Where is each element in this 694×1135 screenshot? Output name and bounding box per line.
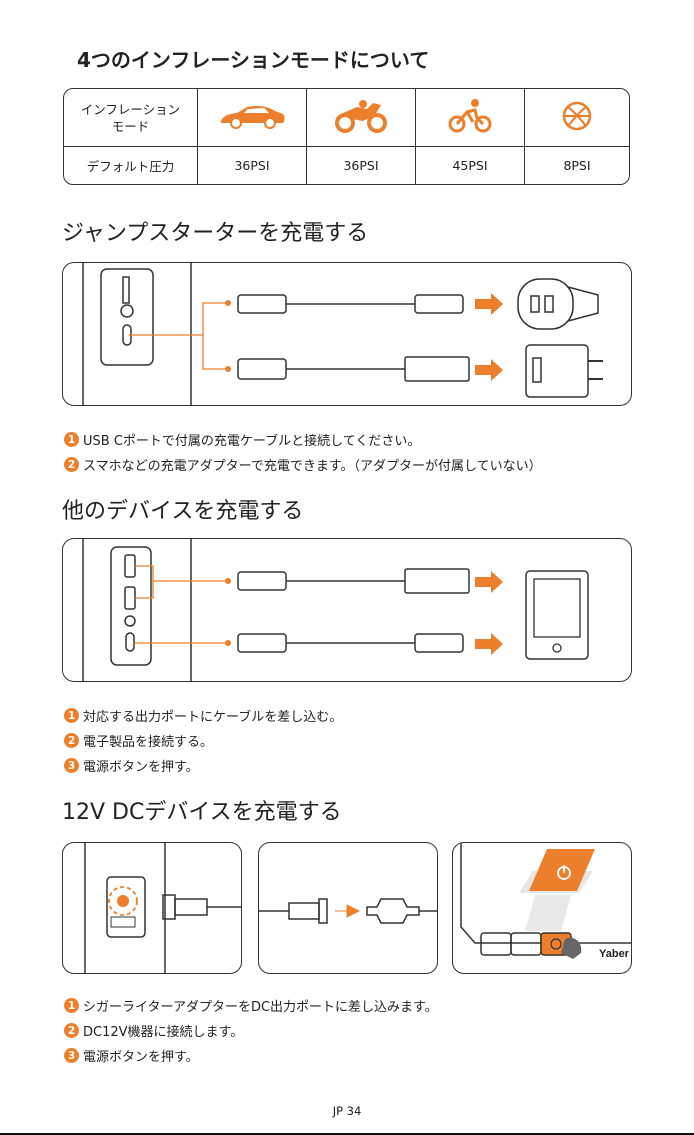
section-title-charge-jump-starter: ジャンプスターターを充電する bbox=[62, 215, 368, 247]
section-title-charge-other-devices: 他のデバイスを充電する bbox=[62, 493, 303, 525]
bicycle-icon bbox=[447, 98, 493, 134]
step-device-3: 3 電源ボタンを押す。 bbox=[64, 756, 199, 775]
step-text: DC12V機器に接続します。 bbox=[83, 1021, 243, 1040]
power-button-diagram: Yaber bbox=[453, 843, 631, 973]
step-number-badge: 2 bbox=[64, 457, 79, 472]
mode-motorcycle bbox=[307, 89, 416, 147]
page-number: JP 34 bbox=[0, 1104, 694, 1118]
pressure-bicycle: 45PSI bbox=[416, 147, 525, 184]
dc-port-diagram bbox=[63, 843, 241, 973]
step-number-badge: 2 bbox=[64, 1023, 79, 1038]
dc-port-illustration bbox=[62, 842, 242, 974]
charging-diagram bbox=[63, 263, 631, 405]
step-12v-3: 3 電源ボタンを押す。 bbox=[64, 1046, 199, 1065]
car-icon bbox=[217, 103, 287, 129]
pressure-car: 36PSI bbox=[198, 147, 307, 184]
step-number-badge: 1 bbox=[64, 432, 79, 447]
step-12v-2: 2 DC12V機器に接続します。 bbox=[64, 1021, 243, 1040]
pressure-basketball: 8PSI bbox=[525, 147, 629, 184]
section-title-charge-12v: 12V DCデバイスを充電する bbox=[62, 794, 342, 826]
cigarette-adapter-illustration bbox=[258, 842, 438, 974]
device-charging-illustration bbox=[62, 538, 632, 682]
step-text: USB Cポートで付属の充電ケーブルと接続してください。 bbox=[83, 430, 420, 449]
pressure-motorcycle: 36PSI bbox=[307, 147, 416, 184]
basketball-icon bbox=[561, 100, 593, 132]
inflation-mode-table: インフレーションモード デフォルト圧力 36PSI 36PSI 45PSI 8P… bbox=[63, 88, 630, 185]
section-title-inflation-modes: 4つのインフレーションモードについて bbox=[77, 44, 429, 73]
step-text: 電源ボタンを押す。 bbox=[83, 1046, 199, 1065]
step-number-badge: 3 bbox=[64, 1048, 79, 1063]
step-12v-1: 1 シガーライターアダプターをDC出力ポートに差し込みます。 bbox=[64, 996, 438, 1015]
mode-bicycle bbox=[416, 89, 525, 147]
step-text: 電源ボタンを押す。 bbox=[83, 756, 199, 775]
step-text: スマホなどの充電アダプターで充電できます。（アダプターが付属していない） bbox=[83, 455, 542, 474]
jump-starter-charging-illustration bbox=[62, 262, 632, 406]
step-charge-1: 1 USB Cポートで付属の充電ケーブルと接続してください。 bbox=[64, 430, 420, 449]
device-charging-diagram bbox=[63, 539, 631, 681]
step-number-badge: 3 bbox=[64, 758, 79, 773]
step-text: 対応する出力ポートにケーブルを差し込む。 bbox=[83, 706, 342, 725]
mode-car bbox=[198, 89, 307, 147]
cigarette-adapter-diagram bbox=[259, 843, 437, 973]
step-number-badge: 1 bbox=[64, 998, 79, 1013]
step-device-1: 1 対応する出力ポートにケーブルを差し込む。 bbox=[64, 706, 342, 725]
power-button-illustration: Yaber bbox=[452, 842, 632, 974]
step-text: シガーライターアダプターをDC出力ポートに差し込みます。 bbox=[83, 996, 438, 1015]
pressure-row-label: デフォルト圧力 bbox=[64, 147, 198, 184]
step-number-badge: 2 bbox=[64, 733, 79, 748]
step-number-badge: 1 bbox=[64, 708, 79, 723]
step-device-2: 2 電子製品を接続する。 bbox=[64, 731, 213, 750]
step-charge-2: 2 スマホなどの充電アダプターで充電できます。（アダプターが付属していない） bbox=[64, 455, 542, 474]
step-text: 電子製品を接続する。 bbox=[83, 731, 213, 750]
mode-row-label-text: インフレーションモード bbox=[76, 101, 186, 135]
mode-basketball bbox=[525, 89, 629, 147]
brand-logo: Yaber bbox=[599, 948, 630, 960]
mode-row-label: インフレーションモード bbox=[64, 89, 198, 147]
motorcycle-icon bbox=[333, 99, 389, 133]
